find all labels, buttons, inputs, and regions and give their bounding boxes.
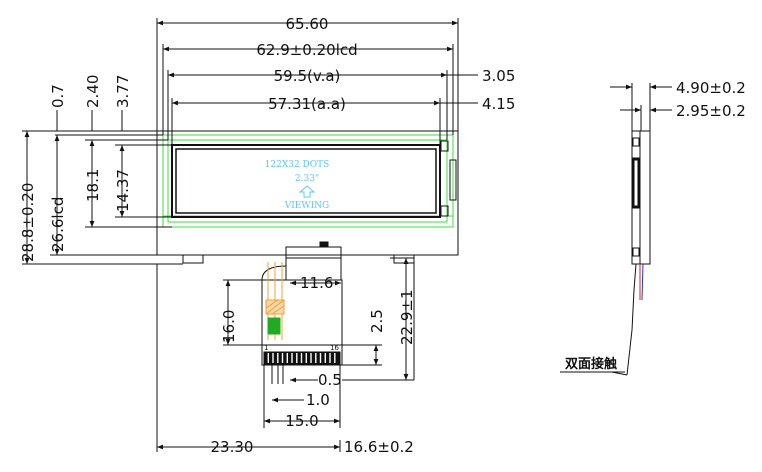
fpc-pad-gap [334, 353, 336, 363]
fpc-pad-gap [281, 353, 284, 363]
dim-fpc-outer: 16.6±0.2 [344, 438, 414, 456]
dim-total-height: 28.8±0.20 [19, 183, 37, 262]
mounting-tab-right [393, 254, 415, 264]
pin-last-label: 16 [330, 344, 339, 352]
fpc-pad-gap [305, 353, 307, 363]
fpc-pad-gap [329, 353, 331, 363]
fpc-pad-gap [324, 353, 326, 363]
mounting-tab-left [182, 254, 204, 264]
contact-label: 双面接触 [565, 356, 617, 372]
fpc-outline [261, 279, 343, 366]
fpc-pad-gap [286, 353, 288, 363]
screen-dots-text: 122X32 DOTS [265, 160, 330, 170]
lcd-glass-outline [162, 134, 454, 228]
fpc-pad-gap [267, 353, 269, 363]
fpc-pad-gap [277, 353, 279, 363]
screen-markings: 122X32 DOTS 2.33" VIEWING [265, 160, 330, 211]
dim-fpc-width: 11.6 [300, 274, 333, 292]
dim-pad-length: 2.5 [368, 309, 386, 333]
dim-total-width: 65.60 [286, 15, 329, 33]
bottom-connector [285, 246, 342, 259]
dim-aa-height: 14.37 [114, 169, 132, 212]
dim-va-width: 59.5(v.a) [274, 67, 341, 85]
dim-left-0-7: 0.7 [49, 84, 67, 108]
fpc-pad-gap [272, 353, 274, 363]
dim-lcd-height: 26.6lcd [49, 197, 67, 252]
screen-viewing-text: VIEWING [284, 201, 330, 211]
dimension-lines [22, 18, 478, 452]
lcd-inner-outline [167, 139, 448, 223]
pcb-outline [156, 130, 459, 256]
dim-fpc-total: 22.9±1 [398, 289, 416, 345]
dim-pad-width: 0.5 [318, 371, 342, 389]
dim-aa-width: 57.31(a.a) [268, 95, 346, 113]
fpc-pad-gap [291, 353, 293, 363]
viewing-area [171, 144, 441, 218]
dim-fpc-offset: 23.30 [211, 438, 254, 456]
fpc-pad-gap [296, 353, 298, 363]
dim-pad-pitch: 1.0 [306, 391, 330, 409]
dim-fpc-length: 16.0 [220, 310, 238, 343]
dim-side-thickness: 4.90±0.2 [676, 79, 746, 97]
active-area [175, 148, 437, 214]
dim-pad-span: 15.0 [285, 412, 318, 430]
fpc-pad-gap [319, 353, 322, 363]
screen-size-text: 2.33" [295, 174, 319, 184]
side-view [560, 83, 672, 376]
dim-side-inner: 2.95±0.2 [676, 102, 746, 120]
dim-va-height: 18.1 [84, 169, 102, 202]
fpc-pad-gap [310, 353, 312, 363]
pin-first-label: 1 [264, 344, 268, 352]
dim-va-offset: 3.05 [482, 67, 515, 85]
dim-left-3-77: 3.77 [114, 75, 132, 108]
front-view [156, 130, 459, 264]
fpc-pad-gap [300, 353, 303, 363]
viewing-arrow-icon [298, 185, 316, 198]
dimension-labels: 65.60 62.9±0.20lcd 59.5(v.a) 3.05 57.31(… [19, 15, 515, 456]
fpc-cable: 1 16 [261, 258, 343, 366]
side-labels: 4.90±0.2 2.95±0.2 双面接触 [565, 79, 746, 372]
dim-left-2-40: 2.40 [84, 75, 102, 108]
dim-aa-offset: 4.15 [482, 95, 515, 113]
dim-lcd-width: 62.9±0.20lcd [256, 41, 357, 59]
fpc-pad-gap [315, 353, 317, 363]
fpc-green-component [267, 317, 281, 335]
